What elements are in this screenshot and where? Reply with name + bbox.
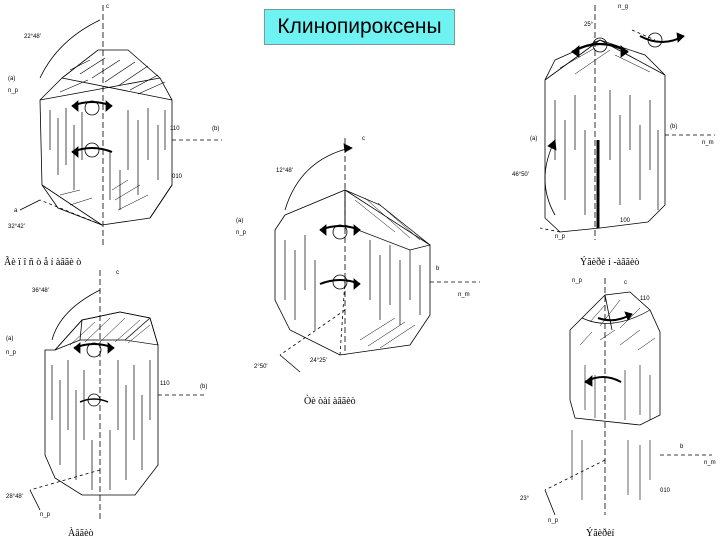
- svg-text:n_p: n_p: [6, 350, 17, 356]
- svg-text:n_p: n_p: [8, 88, 19, 94]
- svg-text:n_g: n_g: [618, 4, 628, 10]
- caption-top-left: Ãè ï î ñ ò å í àâãè ò: [4, 256, 81, 268]
- svg-text:(a): (a): [6, 336, 13, 342]
- svg-text:110: 110: [170, 126, 180, 132]
- svg-text:b: b: [436, 266, 440, 272]
- svg-text:110: 110: [640, 296, 650, 302]
- crystal-bottom-left: 36°48' (a) n_p c 110 (b) 28°48' n_p: [6, 270, 207, 520]
- svg-text:c: c: [116, 270, 119, 276]
- svg-text:(a): (a): [530, 136, 537, 142]
- svg-text:c: c: [362, 136, 365, 142]
- svg-text:(a): (a): [8, 76, 15, 82]
- crystal-center: 12°48' (a) n_p c b n_m 24°25' 2°50': [236, 136, 480, 373]
- svg-text:a: a: [14, 208, 18, 214]
- caption-center: Òè òàí àâãèò: [304, 395, 356, 407]
- svg-text:n_p: n_p: [555, 234, 566, 240]
- svg-text:24°25': 24°25': [310, 358, 327, 364]
- slide-title: Клинопироксены: [264, 9, 455, 45]
- svg-text:25°: 25°: [584, 22, 594, 28]
- svg-text:(b): (b): [212, 126, 219, 132]
- svg-text:36°48': 36°48': [32, 288, 49, 294]
- svg-text:n_p: n_p: [572, 278, 583, 284]
- crystal-top-left: 22°48' (a) n_p c 110 (b) 010 32°42' a: [8, 4, 222, 248]
- caption-bottom-left: Àâãèò: [68, 527, 94, 539]
- crystal-bottom-right: n_p c 110 b n_m 23° n_p 010: [520, 278, 716, 524]
- caption-bottom-right: Ýãèðèí: [586, 527, 615, 539]
- svg-text:010: 010: [172, 174, 183, 180]
- svg-text:32°42': 32°42': [8, 224, 25, 230]
- svg-text:n_p: n_p: [236, 230, 247, 236]
- svg-text:n_m: n_m: [704, 460, 716, 466]
- svg-text:22°48': 22°48': [24, 34, 41, 40]
- svg-text:12°48': 12°48': [276, 168, 293, 174]
- svg-text:28°48': 28°48': [6, 494, 23, 500]
- svg-text:110: 110: [160, 381, 170, 387]
- svg-text:100: 100: [620, 218, 631, 224]
- svg-text:c: c: [106, 4, 109, 10]
- svg-text:2°50': 2°50': [254, 364, 268, 370]
- svg-text:010: 010: [660, 488, 671, 494]
- svg-text:(a): (a): [236, 218, 243, 224]
- svg-text:46°50': 46°50': [512, 172, 529, 178]
- svg-text:23°: 23°: [520, 496, 530, 502]
- caption-top-right: Ýãèðè í -àâãèò: [580, 256, 639, 268]
- crystal-top-right: 25° n_g (a) 46°50' (b) n_m n_p 100: [512, 4, 715, 240]
- svg-text:n_m: n_m: [458, 292, 470, 298]
- svg-text:n_p: n_p: [548, 518, 559, 524]
- svg-text:c: c: [624, 280, 627, 286]
- svg-text:b: b: [680, 444, 684, 450]
- svg-text:n_p: n_p: [40, 512, 51, 518]
- svg-text:(b): (b): [200, 384, 207, 390]
- svg-text:n_m: n_m: [702, 140, 714, 146]
- svg-text:(b): (b): [670, 124, 677, 130]
